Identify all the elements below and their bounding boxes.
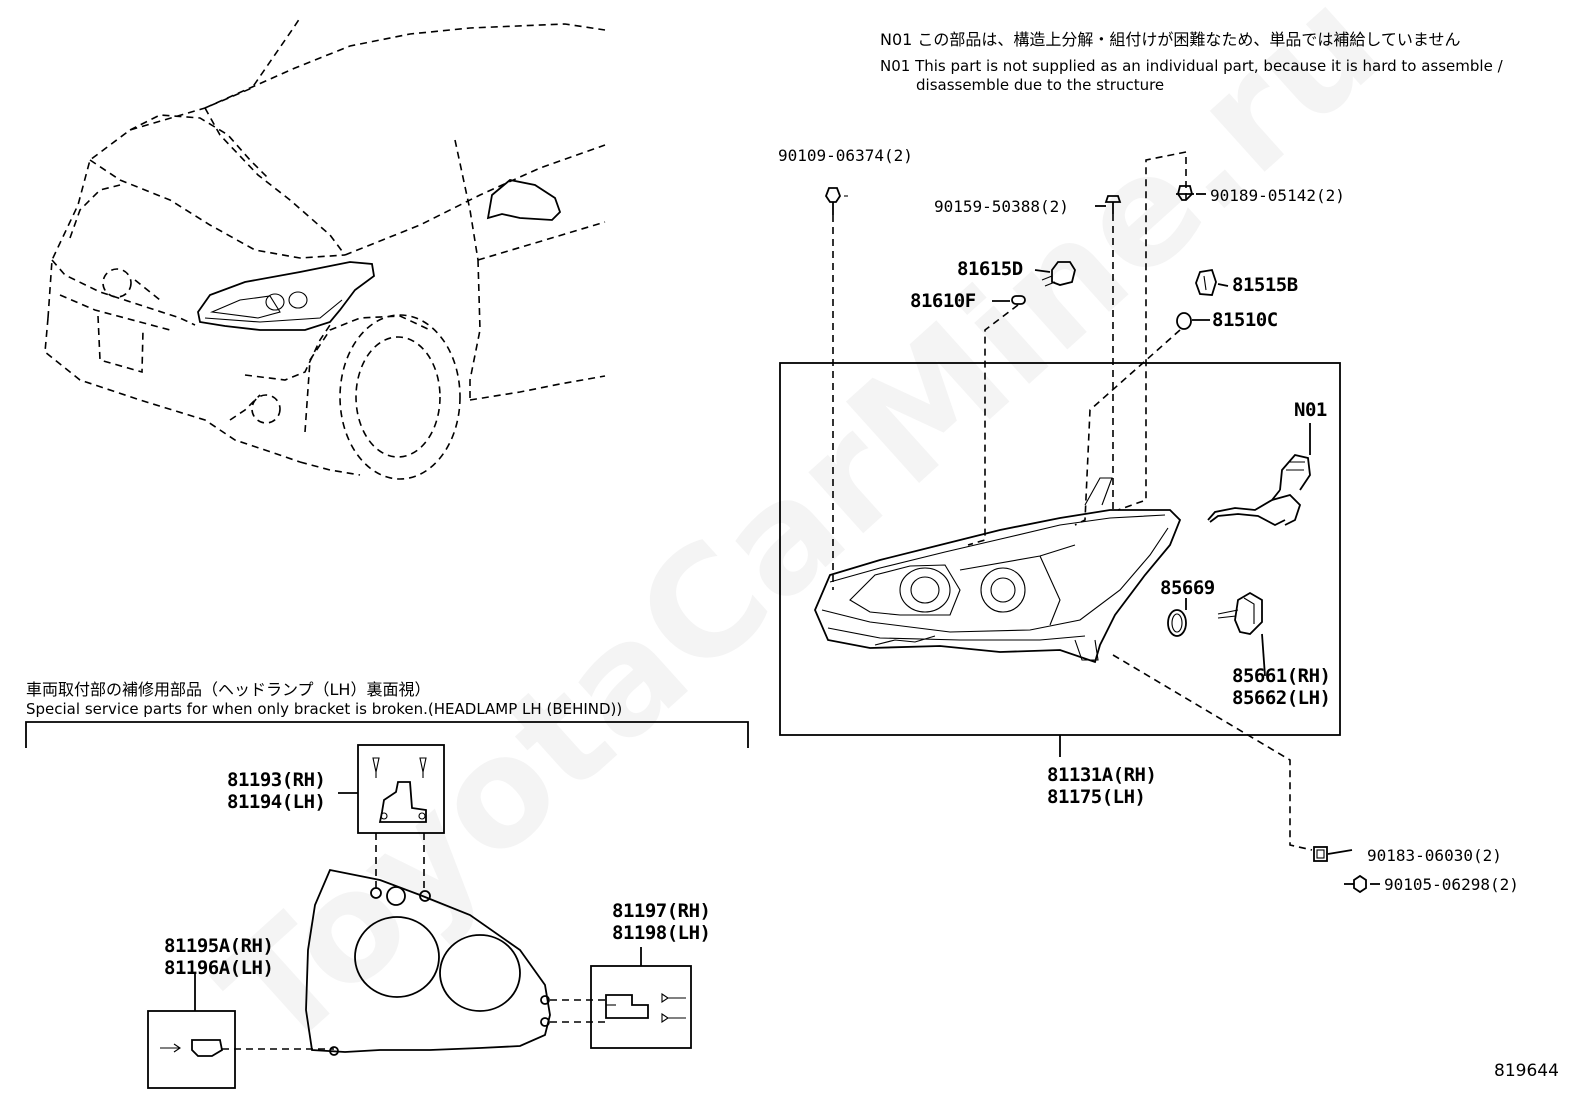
callout-headlamp-lh: 81175(LH) xyxy=(1047,786,1146,808)
callout-oring-85669: 85669 xyxy=(1160,577,1215,599)
callout-bracket-top-lh: 81194(LH) xyxy=(227,791,326,813)
callout-bracket-left-rh: 81195A(RH) xyxy=(164,935,274,957)
fasteners-bottom-drawing xyxy=(1313,846,1367,894)
bulbs-sockets-drawing xyxy=(1011,261,1217,330)
service-section-drawing xyxy=(25,721,749,1089)
wire-harness-drawing xyxy=(1207,454,1311,527)
callout-socket-81615d: 81615D xyxy=(957,258,1023,280)
callout-screw-top-right: 90189-05142(2) xyxy=(1210,186,1345,205)
callout-bulb-81610f: 81610F xyxy=(910,290,976,312)
callout-actuator-lh: 85662(LH) xyxy=(1232,687,1331,709)
note-n01-en-line2: disassemble due to the structure xyxy=(916,76,1165,94)
callout-n01-tag: N01 xyxy=(1294,399,1327,421)
callout-actuator-rh: 85661(RH) xyxy=(1232,665,1331,687)
car-outline xyxy=(44,17,606,480)
figure-id: 819644 xyxy=(1494,1061,1559,1081)
note-n01-en-line1: N01 This part is not supplied as an indi… xyxy=(880,57,1503,75)
o-ring-drawing xyxy=(1167,609,1187,637)
callout-screw-top-mid: 90159-50388(2) xyxy=(934,197,1069,216)
callout-headlamp-rh: 81131A(RH) xyxy=(1047,764,1157,786)
callout-bracket-top-rh: 81193(RH) xyxy=(227,769,326,791)
callout-bulb-81510c: 81510C xyxy=(1212,309,1278,331)
callout-nut-bottom: 90183-06030(2) xyxy=(1367,846,1502,865)
callout-bolt-top-left: 90109-06374(2) xyxy=(778,146,913,165)
callout-bracket-side-rh: 81197(RH) xyxy=(612,900,711,922)
service-title-jp: 車両取付部の補修用部品（ヘッドランプ（LH）裏面視） xyxy=(26,680,431,699)
callout-bracket-side-lh: 81198(LH) xyxy=(612,922,711,944)
callout-bolt-bottom: 90105-06298(2) xyxy=(1384,875,1519,894)
leader-lines xyxy=(832,151,1380,885)
note-n01-jp: N01 この部品は、構造上分解・組付けが困難なため、単品では補給していません xyxy=(880,30,1461,49)
callout-bracket-left-lh: 81196A(LH) xyxy=(164,957,274,979)
service-title-en: Special service parts for when only brac… xyxy=(26,700,623,718)
callout-socket-81515b: 81515B xyxy=(1232,274,1298,296)
headlamp-lh-drawing xyxy=(814,477,1182,664)
leveling-actuator-drawing xyxy=(1217,591,1263,635)
